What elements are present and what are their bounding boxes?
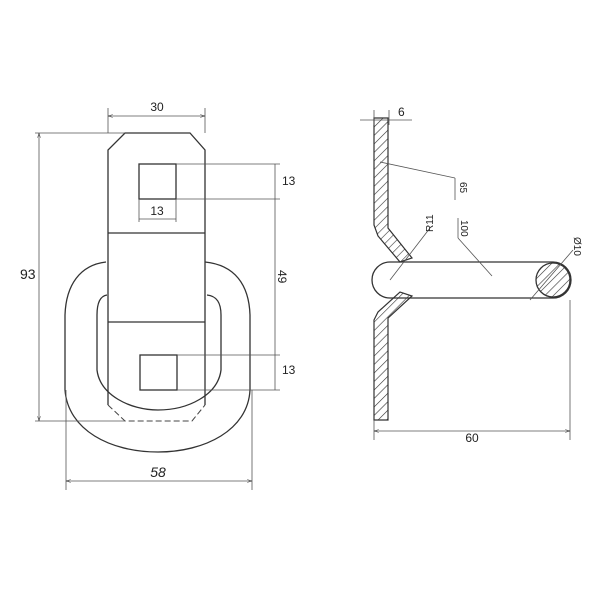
dimension-lines [35,108,280,490]
dim-bend-radius: R11 [425,214,436,232]
dim-width-top: 30 [150,100,164,114]
side-view: 6 65 100 R11 Ø10 60 [360,105,582,445]
inner-ring [96,294,222,411]
mounting-plate [107,132,206,405]
plate-lower-section [373,291,414,421]
plate-section [373,117,414,263]
dim-projection: 60 [465,431,479,445]
dim-angle-note: 65 [457,182,468,194]
rod [371,261,572,299]
square-hole-top [138,163,177,200]
outer-ring [64,261,251,453]
dim-total-height: 93 [20,266,36,282]
rod-section [535,262,571,298]
front-view: 30 13 13 13 49 93 58 [20,100,296,490]
dim-ring-width: 58 [150,464,166,480]
dim-rod-diameter: Ø10 [571,237,582,256]
dim-square-height-top: 13 [282,174,296,188]
square-hole-bottom [139,354,178,391]
dim-square-height-bottom: 13 [282,363,296,377]
dim-plate-thickness: 6 [398,105,405,119]
dim-length-note: 100 [458,220,469,237]
leader-lines [360,110,574,440]
plate-bottom-hidden [107,404,206,422]
dim-square-width: 13 [150,204,164,218]
dim-hole-spacing: 49 [275,270,289,284]
